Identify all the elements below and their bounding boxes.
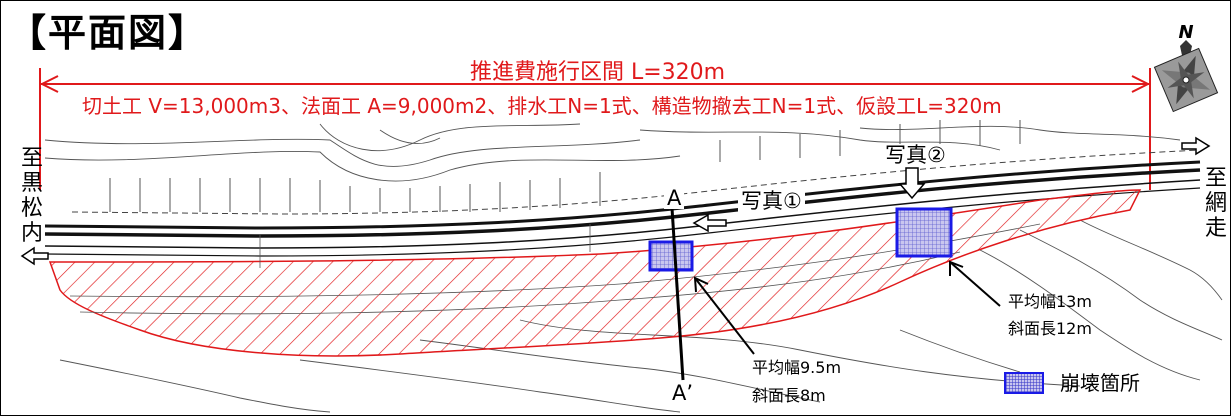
photo-1-label: 写真①	[738, 190, 805, 213]
failure-2-slope-length: 斜面長12m	[1008, 319, 1092, 338]
figure-title: 【平面図】	[8, 11, 209, 55]
failure-site-1	[648, 240, 694, 272]
work-quantities-label: 切土工 V=13,000m3、法面工 A=9,000m2、排水工N=1式、構造物…	[82, 94, 1002, 118]
north-arrow-compass-rose-icon: N	[1153, 22, 1219, 113]
photo-2-label: 写真②	[882, 144, 949, 167]
direction-left-label: 至黒松内	[20, 146, 43, 246]
failure-1-width: 平均幅9.5m	[752, 358, 842, 377]
section-dimension-line	[39, 68, 1151, 190]
direction-right-label: 至網走	[1204, 166, 1227, 241]
failure-site-2	[895, 207, 953, 258]
section-line-a	[670, 207, 685, 381]
legend-swatch	[1004, 372, 1044, 394]
failure-2-width: 平均幅13m	[1008, 292, 1092, 311]
section-mark-a-prime: A’	[672, 381, 694, 405]
legend-label: 崩壊箇所	[1060, 371, 1140, 395]
section-length-label: 推進費施行区間 L=320m	[470, 60, 726, 85]
construction-area	[48, 189, 1142, 357]
north-label: N	[1178, 22, 1193, 43]
photo-direction-arrows	[20, 136, 1211, 266]
section-mark-a: A	[664, 188, 685, 209]
embankment-ticks-upper	[109, 120, 1021, 212]
pointer-arrows	[693, 260, 1001, 355]
failure-1-slope-length: 斜面長8m	[752, 386, 826, 405]
road-lines	[44, 149, 1201, 257]
